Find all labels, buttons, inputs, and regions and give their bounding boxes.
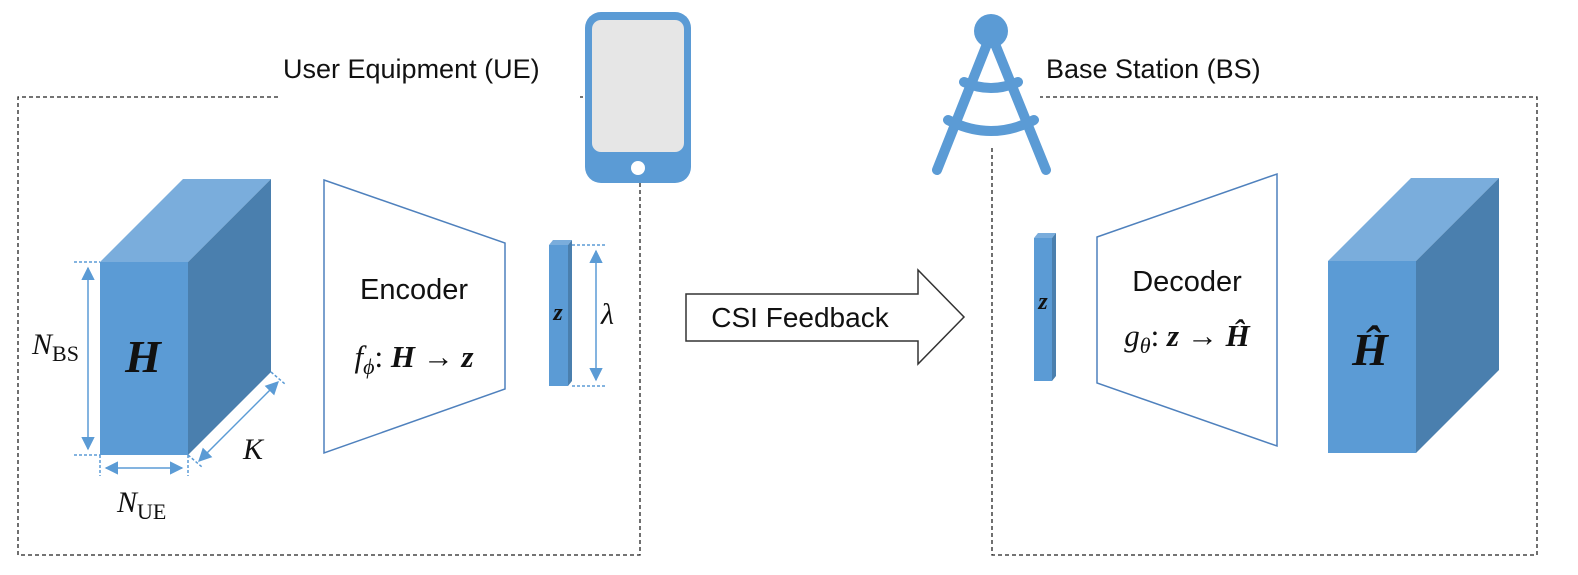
encoder-mapping: fϕ: H → z — [354, 339, 473, 379]
cube-symbol-h-hat: Ĥ — [1351, 324, 1389, 375]
dim-label-lambda: λ — [600, 298, 614, 331]
ue-label: User Equipment (UE) — [283, 54, 540, 84]
code-vector-bs: z — [1034, 233, 1056, 381]
encoder-title: Encoder — [360, 274, 468, 306]
smartphone-icon — [585, 12, 691, 183]
encoder-block: Encoder fϕ: H → z — [323, 178, 506, 455]
cube-side-face — [1416, 178, 1499, 453]
code-symbol-z-ue: z — [552, 300, 563, 326]
reconstructed-cube-h-hat: Ĥ — [1328, 178, 1499, 453]
bs-dashed-boundary — [991, 96, 1538, 556]
dim-label-nbs: NBS — [31, 328, 79, 366]
dim-label-k: K — [242, 433, 265, 466]
code-dimension — [572, 244, 605, 387]
depth-dimension-arrow — [198, 381, 279, 462]
code-vector-ue: z — [549, 240, 572, 386]
dim-label-nue: NUE — [116, 486, 166, 524]
cube-front-face — [1328, 261, 1416, 453]
decoder-mapping: gθ: z → Ĥ — [1124, 318, 1250, 358]
decoder-title: Decoder — [1132, 266, 1242, 298]
cube-front-face — [100, 262, 188, 455]
bs-label: Base Station (BS) — [1046, 54, 1261, 84]
decoder-block: Decoder gθ: z → Ĥ — [1096, 172, 1278, 448]
cube-dimensions — [74, 261, 286, 476]
antenna-tower-icon — [932, 14, 1051, 175]
csi-feedback-label: CSI Feedback — [711, 302, 889, 333]
code-symbol-z-bs: z — [1037, 289, 1048, 315]
cube-symbol-h: H — [124, 331, 162, 382]
ue-region: User Equipment (UE) H NBS — [17, 12, 691, 556]
cube-top-face — [1328, 178, 1499, 261]
csi-feedback-arrow: CSI Feedback — [685, 268, 966, 366]
right-arrow-icon — [685, 268, 966, 366]
bs-region: Base Station (BS) z Decoder gθ: z → Ĥ — [932, 14, 1538, 556]
cube-top-face — [100, 179, 271, 262]
